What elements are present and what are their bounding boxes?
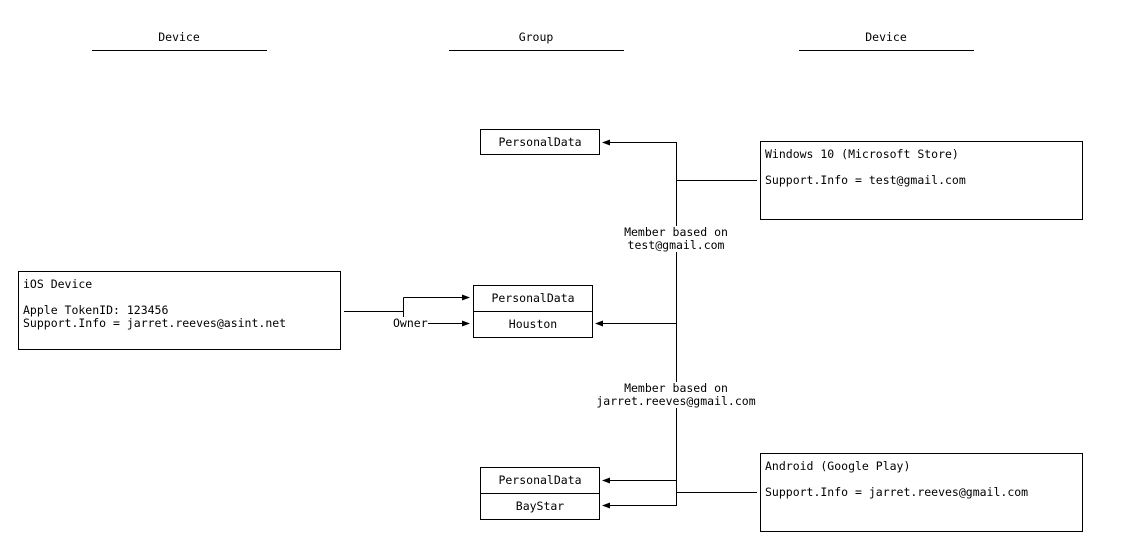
group-middle-divider [474, 311, 592, 312]
member-bottom-label-line1: Member based on [596, 382, 756, 395]
member-top-label-line1: Member based on [616, 226, 736, 239]
group-bottom-divider [481, 493, 599, 494]
group-bottom-row-personaldata: PersonalData [498, 473, 582, 487]
group-middle-row-personaldata: PersonalData [491, 291, 575, 305]
column-underline-middle [449, 50, 624, 51]
group-box-middle: PersonalData Houston [473, 285, 593, 338]
android-device-box: Android (Google Play) Support.Info = jar… [760, 453, 1083, 532]
member-bottom-label-line2: jarret.reeves@gmail.com [596, 394, 756, 408]
windows-device-title: Windows 10 (Microsoft Store) [765, 147, 959, 161]
group-box-top: PersonalData [480, 129, 600, 155]
ios-device-token: Apple TokenID: 123456 [23, 303, 169, 317]
group-box-bottom: PersonalData BayStar [480, 467, 600, 520]
ios-device-box: iOS Device Apple TokenID: 123456 Support… [18, 271, 341, 350]
ios-device-title: iOS Device [23, 277, 93, 291]
column-header-group: Group [518, 30, 554, 44]
column-header-device-left: Device [158, 30, 200, 44]
group-bottom-row-baystar: BayStar [515, 499, 565, 513]
android-device-title: Android (Google Play) [765, 459, 911, 473]
windows-device-box: Windows 10 (Microsoft Store) Support.Inf… [760, 141, 1083, 220]
group-middle-row-houston: Houston [508, 317, 558, 331]
owner-label: Owner [393, 316, 428, 330]
group-top-row-personaldata: PersonalData [498, 135, 582, 149]
ios-device-support-info: Support.Info = jarret.reeves@asint.net [23, 316, 287, 330]
column-underline-left [92, 50, 267, 51]
android-device-support-info: Support.Info = jarret.reeves@gmail.com [765, 485, 1029, 499]
column-underline-right [799, 50, 974, 51]
windows-device-support-info: Support.Info = test@gmail.com [765, 173, 966, 187]
member-top-label-line2: test@gmail.com [616, 239, 736, 252]
column-header-device-right: Device [865, 30, 907, 44]
